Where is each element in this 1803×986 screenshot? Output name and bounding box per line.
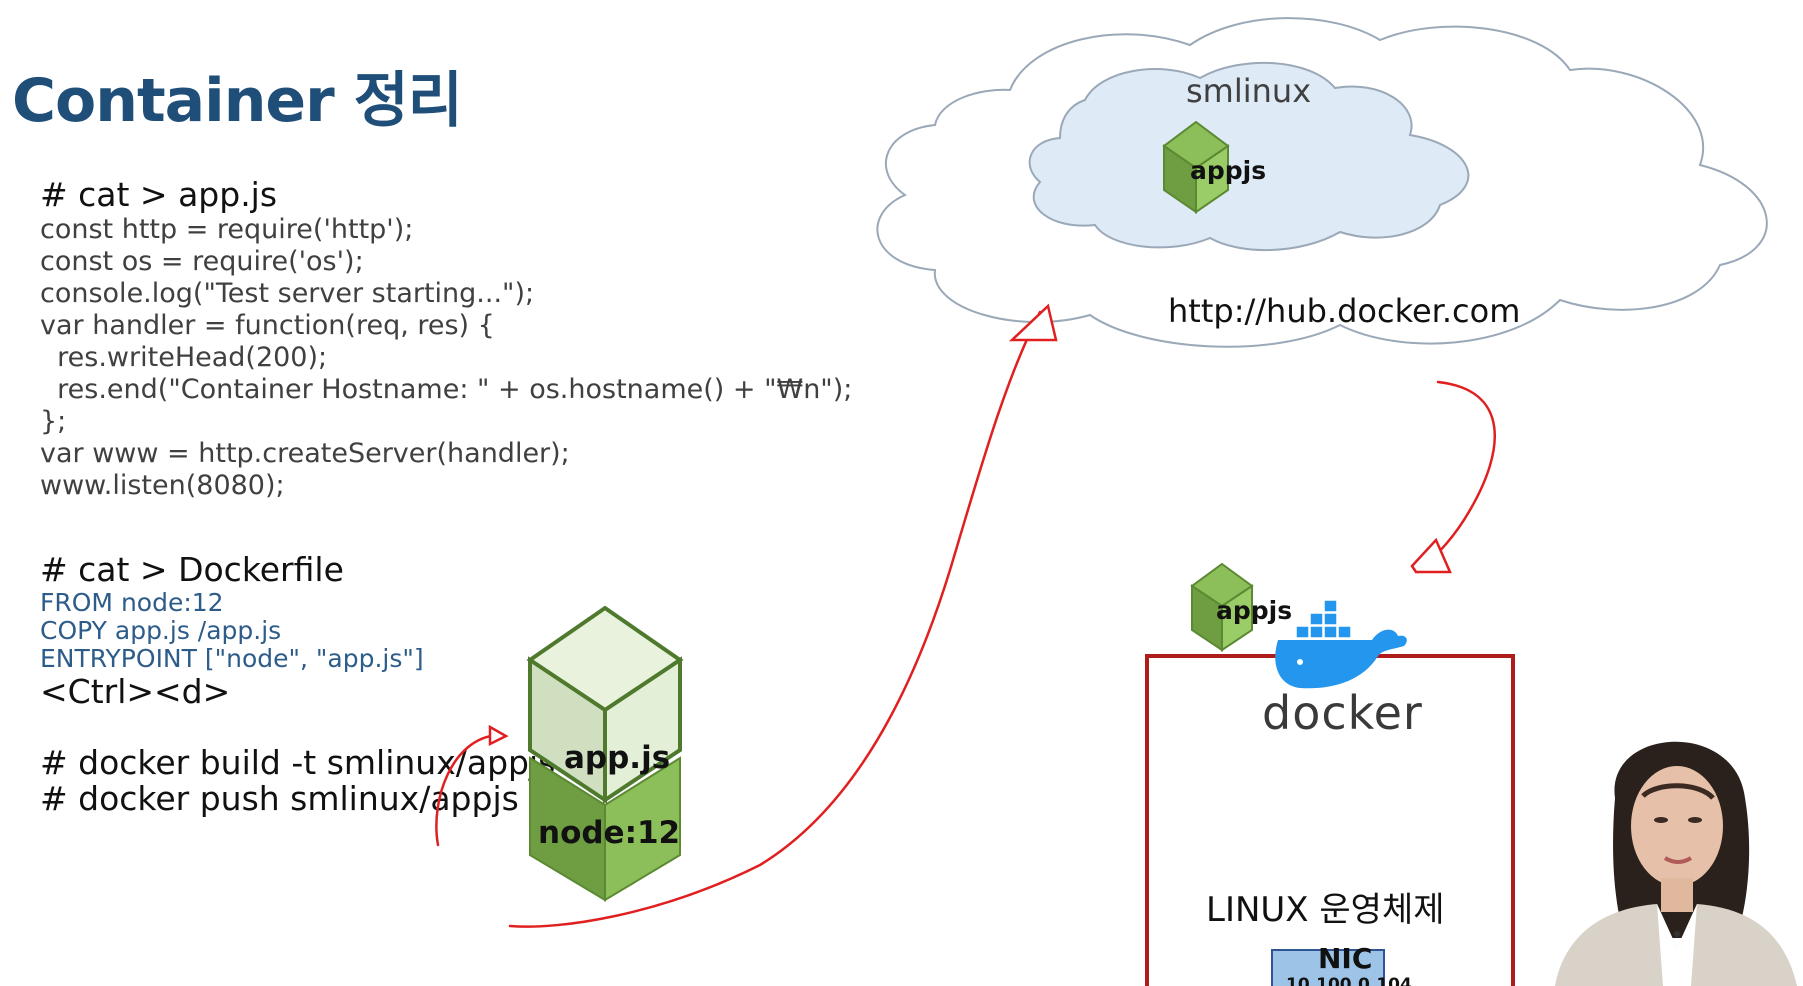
code-line: const os = require('os'); [40,246,364,277]
os-label: LINUX 운영체제 [1206,890,1445,930]
dockerfile-line: FROM node:12 [40,588,224,617]
nic-box [1271,949,1385,986]
node-layer-label: node:12 [538,815,681,851]
dockerfile-line: COPY app.js /app.js [40,616,282,645]
ctrl-d-keys: <Ctrl><d> [40,672,231,711]
hub-image-label: appjs [1190,156,1267,185]
docker-wordmark: docker [1262,686,1423,740]
repo-label: smlinux [1186,72,1312,110]
app-layer-label: app.js [564,740,671,776]
dockerfile-line: ENTRYPOINT ["node", "app.js"] [40,644,424,673]
code-line: console.log("Test server starting..."); [40,278,535,309]
cube-icon [1162,120,1230,214]
code-line: res.end("Container Hostname: " + os.host… [40,374,853,405]
code-line: var www = http.createServer(handler); [40,438,570,469]
host-box [1145,654,1515,986]
presenter-video [1545,708,1803,986]
code-line: const http = require('http'); [40,214,414,245]
nic-label: NIC [1318,942,1373,975]
cloud-icon [876,17,1768,348]
code-line: var handler = function(req, res) { [40,310,495,341]
slide-title: Container 정리 [12,66,463,136]
hub-url: http://hub.docker.com [1168,292,1521,330]
nic-ip: 10.100.0.104 [1286,975,1412,986]
image-layer-stack [526,605,684,902]
cat-dockerfile-command: # cat > Dockerfile [40,550,344,589]
host-image-label: appjs [1216,596,1293,625]
cube-icon [1190,562,1254,652]
cat-appjs-command: # cat > app.js [40,175,278,214]
red-arrow-icon [435,303,1496,928]
docker-whale-icon [1275,599,1407,689]
code-line: res.writeHead(200); [40,342,328,373]
code-line: }; [40,406,67,437]
code-line: www.listen(8080); [40,470,285,501]
